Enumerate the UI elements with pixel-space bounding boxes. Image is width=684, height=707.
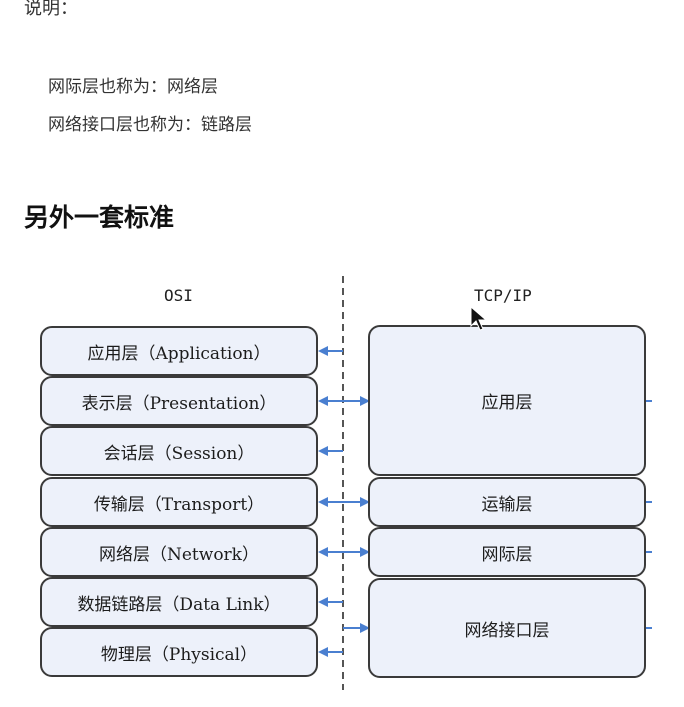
osi-layer-session: 会话层（Session） (40, 426, 318, 476)
osi-layer-presentation: 表示层（Presentation） (40, 376, 318, 426)
note-heading: 说明： (24, 0, 78, 19)
osi-layer-transport: 传输层（Transport） (40, 477, 318, 527)
arrow-datalink (318, 597, 343, 607)
arrow-network-interface (343, 623, 370, 633)
tcpip-layer-transport: 运输层 (368, 477, 646, 527)
arrow-physical (318, 647, 343, 657)
osi-layer-application: 应用层（Application） (40, 326, 318, 376)
note-line-link: 网络接口层也称为：链路层 (48, 115, 252, 135)
osi-column-label: OSI (164, 286, 193, 305)
tcpip-layer-internet: 网际层 (368, 527, 646, 577)
tcpip-layer-application: 应用层 (368, 325, 646, 476)
tcpip-column-label: TCP/IP (474, 286, 532, 305)
arrow-presentation (318, 396, 370, 406)
osi-layer-physical: 物理层（Physical） (40, 627, 318, 677)
arrow-transport (318, 497, 370, 507)
arrow-session (318, 446, 343, 456)
mouse-cursor-icon (470, 306, 488, 331)
section-title: 另外一套标准 (24, 203, 175, 232)
osi-layer-datalink: 数据链路层（Data Link） (40, 577, 318, 627)
tcpip-layer-network-interface: 网络接口层 (368, 578, 646, 678)
note-line-network: 网际层也称为：网络层 (48, 77, 218, 97)
arrow-network (318, 547, 370, 557)
osi-layer-network: 网络层（Network） (40, 527, 318, 577)
arrow-application (318, 346, 343, 356)
